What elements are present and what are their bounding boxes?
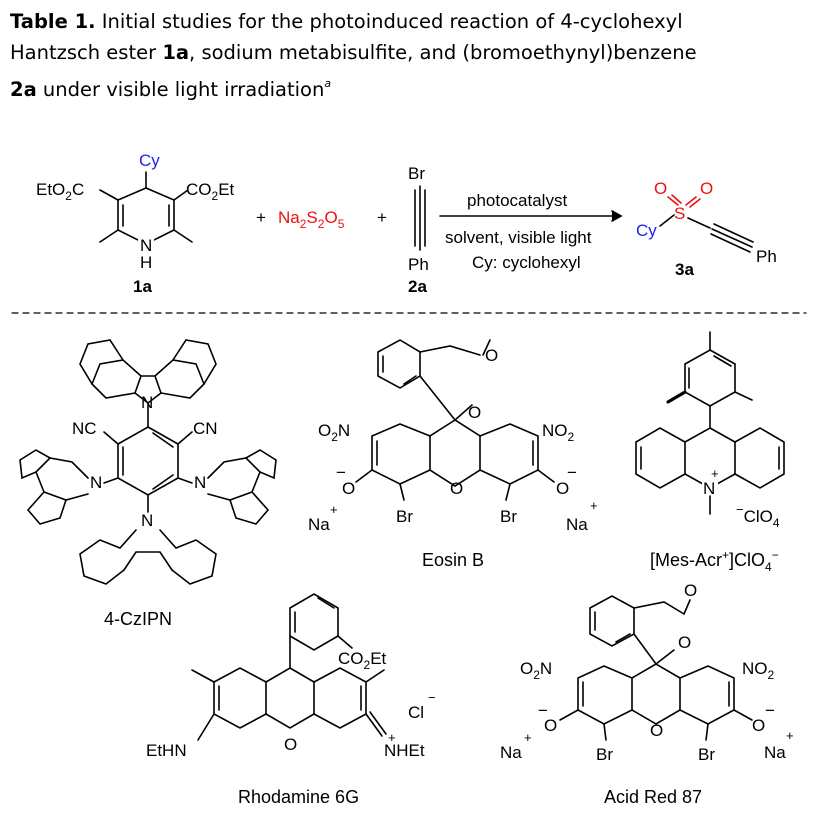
arrow-top-label: photocatalyst [467, 191, 567, 210]
acid-red-minus-right: − [765, 701, 775, 720]
rhodamine-nhet-label: NHEt [384, 741, 425, 760]
acid-red-plus-left: + [524, 730, 532, 745]
mes-acr-n-label: N [703, 479, 715, 498]
co2et-label-1a: CO2Et [186, 180, 235, 203]
eto2c-label: EtO2C [36, 180, 84, 203]
nh-n-label: N [140, 236, 152, 255]
czipn-n-top: N [141, 393, 153, 412]
acid-red-o2n-label: O2N [520, 659, 552, 682]
acid-red-na-left: Na [500, 743, 522, 762]
structure-eosin-b: O O O2N NO2 O O − − O Br Br Na + Na + Eo… [308, 339, 598, 570]
caption-text-2a: Hantzsch ester [10, 41, 163, 64]
eosin-b-o-left: O [342, 479, 355, 498]
caption-line-1: Table 1. Initial studies for the photoin… [10, 6, 810, 37]
caption-compound-1a: 1a [162, 41, 190, 64]
structure-mes-acr: N + −ClO4 [Mes-Acr+]ClO4− [635, 331, 785, 574]
rhodamine-name: Rhodamine 6G [238, 787, 359, 807]
eosin-b-br-left: Br [396, 507, 413, 526]
table-caption: Table 1. Initial studies for the photoin… [10, 6, 810, 105]
structure-rhodamine-6g: CO2Et O EtHN NHEt + Cl − Rhodamine 6G [146, 593, 436, 807]
caption-compound-2a: 2a [10, 78, 37, 101]
caption-text-3: under visible light irradiation [36, 78, 325, 101]
sodium-metabisulfite-label: Na2S2O5 [278, 208, 345, 231]
rhodamine-ethn-label: EtHN [146, 741, 187, 760]
br-label-2a: Br [408, 164, 425, 183]
rhodamine-o-label: O [284, 735, 297, 754]
rhodamine-plus: + [388, 730, 396, 745]
structure-acid-red-87: O O O2N NO2 O O − − O Br Br Na + Na + Ac… [500, 581, 794, 807]
eosin-b-o-right: O [556, 479, 569, 498]
acid-red-br-right: Br [698, 745, 715, 764]
plus-sign-2: + [377, 208, 387, 227]
oxygen-label-1: O [654, 179, 667, 198]
ph-label-2a: Ph [408, 255, 429, 274]
cy-label-3a: Cy [636, 221, 657, 240]
mes-acr-clo4-label: −ClO4 [736, 502, 780, 530]
rhodamine-cl-label: Cl [408, 703, 424, 722]
caption-text-1: Initial studies for the photoinduced rea… [95, 10, 683, 33]
structure-2a: Br Ph 2a [408, 164, 429, 296]
acid-red-na-right: Na [764, 743, 786, 762]
czipn-nc-label: NC [72, 419, 97, 438]
compound-label-3a: 3a [675, 260, 694, 279]
eosin-b-minus-left: − [336, 463, 346, 482]
rhodamine-minus: − [428, 690, 436, 705]
czipn-cn-label: CN [193, 419, 218, 438]
compound-label-2a: 2a [408, 277, 427, 296]
compound-label-1a: 1a [133, 277, 152, 296]
caption-line-3: 2a under visible light irradiationa [10, 68, 810, 105]
acid-red-o-right: O [752, 716, 765, 735]
acid-red-br-left: Br [596, 745, 613, 764]
eosin-b-na-left: Na [308, 515, 330, 534]
acid-red-o-left: O [544, 716, 557, 735]
acid-red-no2-label: NO2 [742, 659, 775, 682]
acid-red-carbonyl-o-label: O [684, 581, 697, 600]
eosin-b-name: Eosin B [422, 550, 484, 570]
ph-label-3a: Ph [756, 247, 777, 266]
arrow-bottom-label: solvent, visible light [445, 228, 592, 247]
eosin-b-no2-label: NO2 [542, 421, 575, 444]
eosin-b-o2n-label: O2N [318, 421, 350, 444]
acid-red-name: Acid Red 87 [604, 787, 702, 807]
nh-h-label: H [140, 253, 152, 272]
rhodamine-co2et-label: CO2Et [338, 649, 387, 672]
oxygen-label-2: O [700, 179, 713, 198]
eosin-b-bridge-o-label: O [450, 479, 463, 498]
structure-3a: Cy S O O Ph 3a [636, 179, 777, 279]
arrow-note-label: Cy: cyclohexyl [472, 253, 581, 272]
reaction-arrow: photocatalyst solvent, visible light Cy:… [439, 191, 623, 272]
caption-line-2: Hantzsch ester 1a, sodium metabisulfite,… [10, 37, 810, 68]
structure-1a: Cy EtO2C CO2Et N H 1a [36, 151, 235, 296]
eosin-b-lactone-o-label: O [485, 346, 498, 365]
eosin-b-plus-left: + [330, 502, 338, 517]
eosin-b-minus-right: − [567, 463, 577, 482]
eosin-b-na-right: Na [566, 515, 588, 534]
structure-4czipn: N NC CN N N N 4-CzIPN [19, 339, 277, 629]
acid-red-bridge-o-label: O [650, 721, 663, 740]
mes-acr-name: [Mes-Acr+]ClO4− [650, 548, 779, 574]
acid-red-lactone-o-label: O [678, 633, 691, 652]
cy-label-1a: Cy [139, 151, 160, 170]
czipn-n-left: N [90, 473, 102, 492]
czipn-name: 4-CzIPN [104, 609, 172, 629]
acid-red-plus-right: + [786, 728, 794, 743]
table-label: Table 1. [10, 10, 96, 33]
eosin-b-ring-o-label: O [468, 403, 481, 422]
mes-acr-plus: + [711, 466, 719, 481]
czipn-n-right: N [194, 473, 206, 492]
czipn-n-bottom: N [141, 511, 153, 530]
eosin-b-plus-right: + [590, 498, 598, 513]
acid-red-minus-left: − [538, 701, 548, 720]
sulfur-label: S [674, 204, 685, 223]
caption-text-2b: , sodium metabisulfite, and (bromoethyny… [189, 41, 697, 64]
eosin-b-br-right: Br [500, 507, 517, 526]
plus-sign-1: + [256, 208, 266, 227]
footnote-mark: a [324, 77, 332, 90]
